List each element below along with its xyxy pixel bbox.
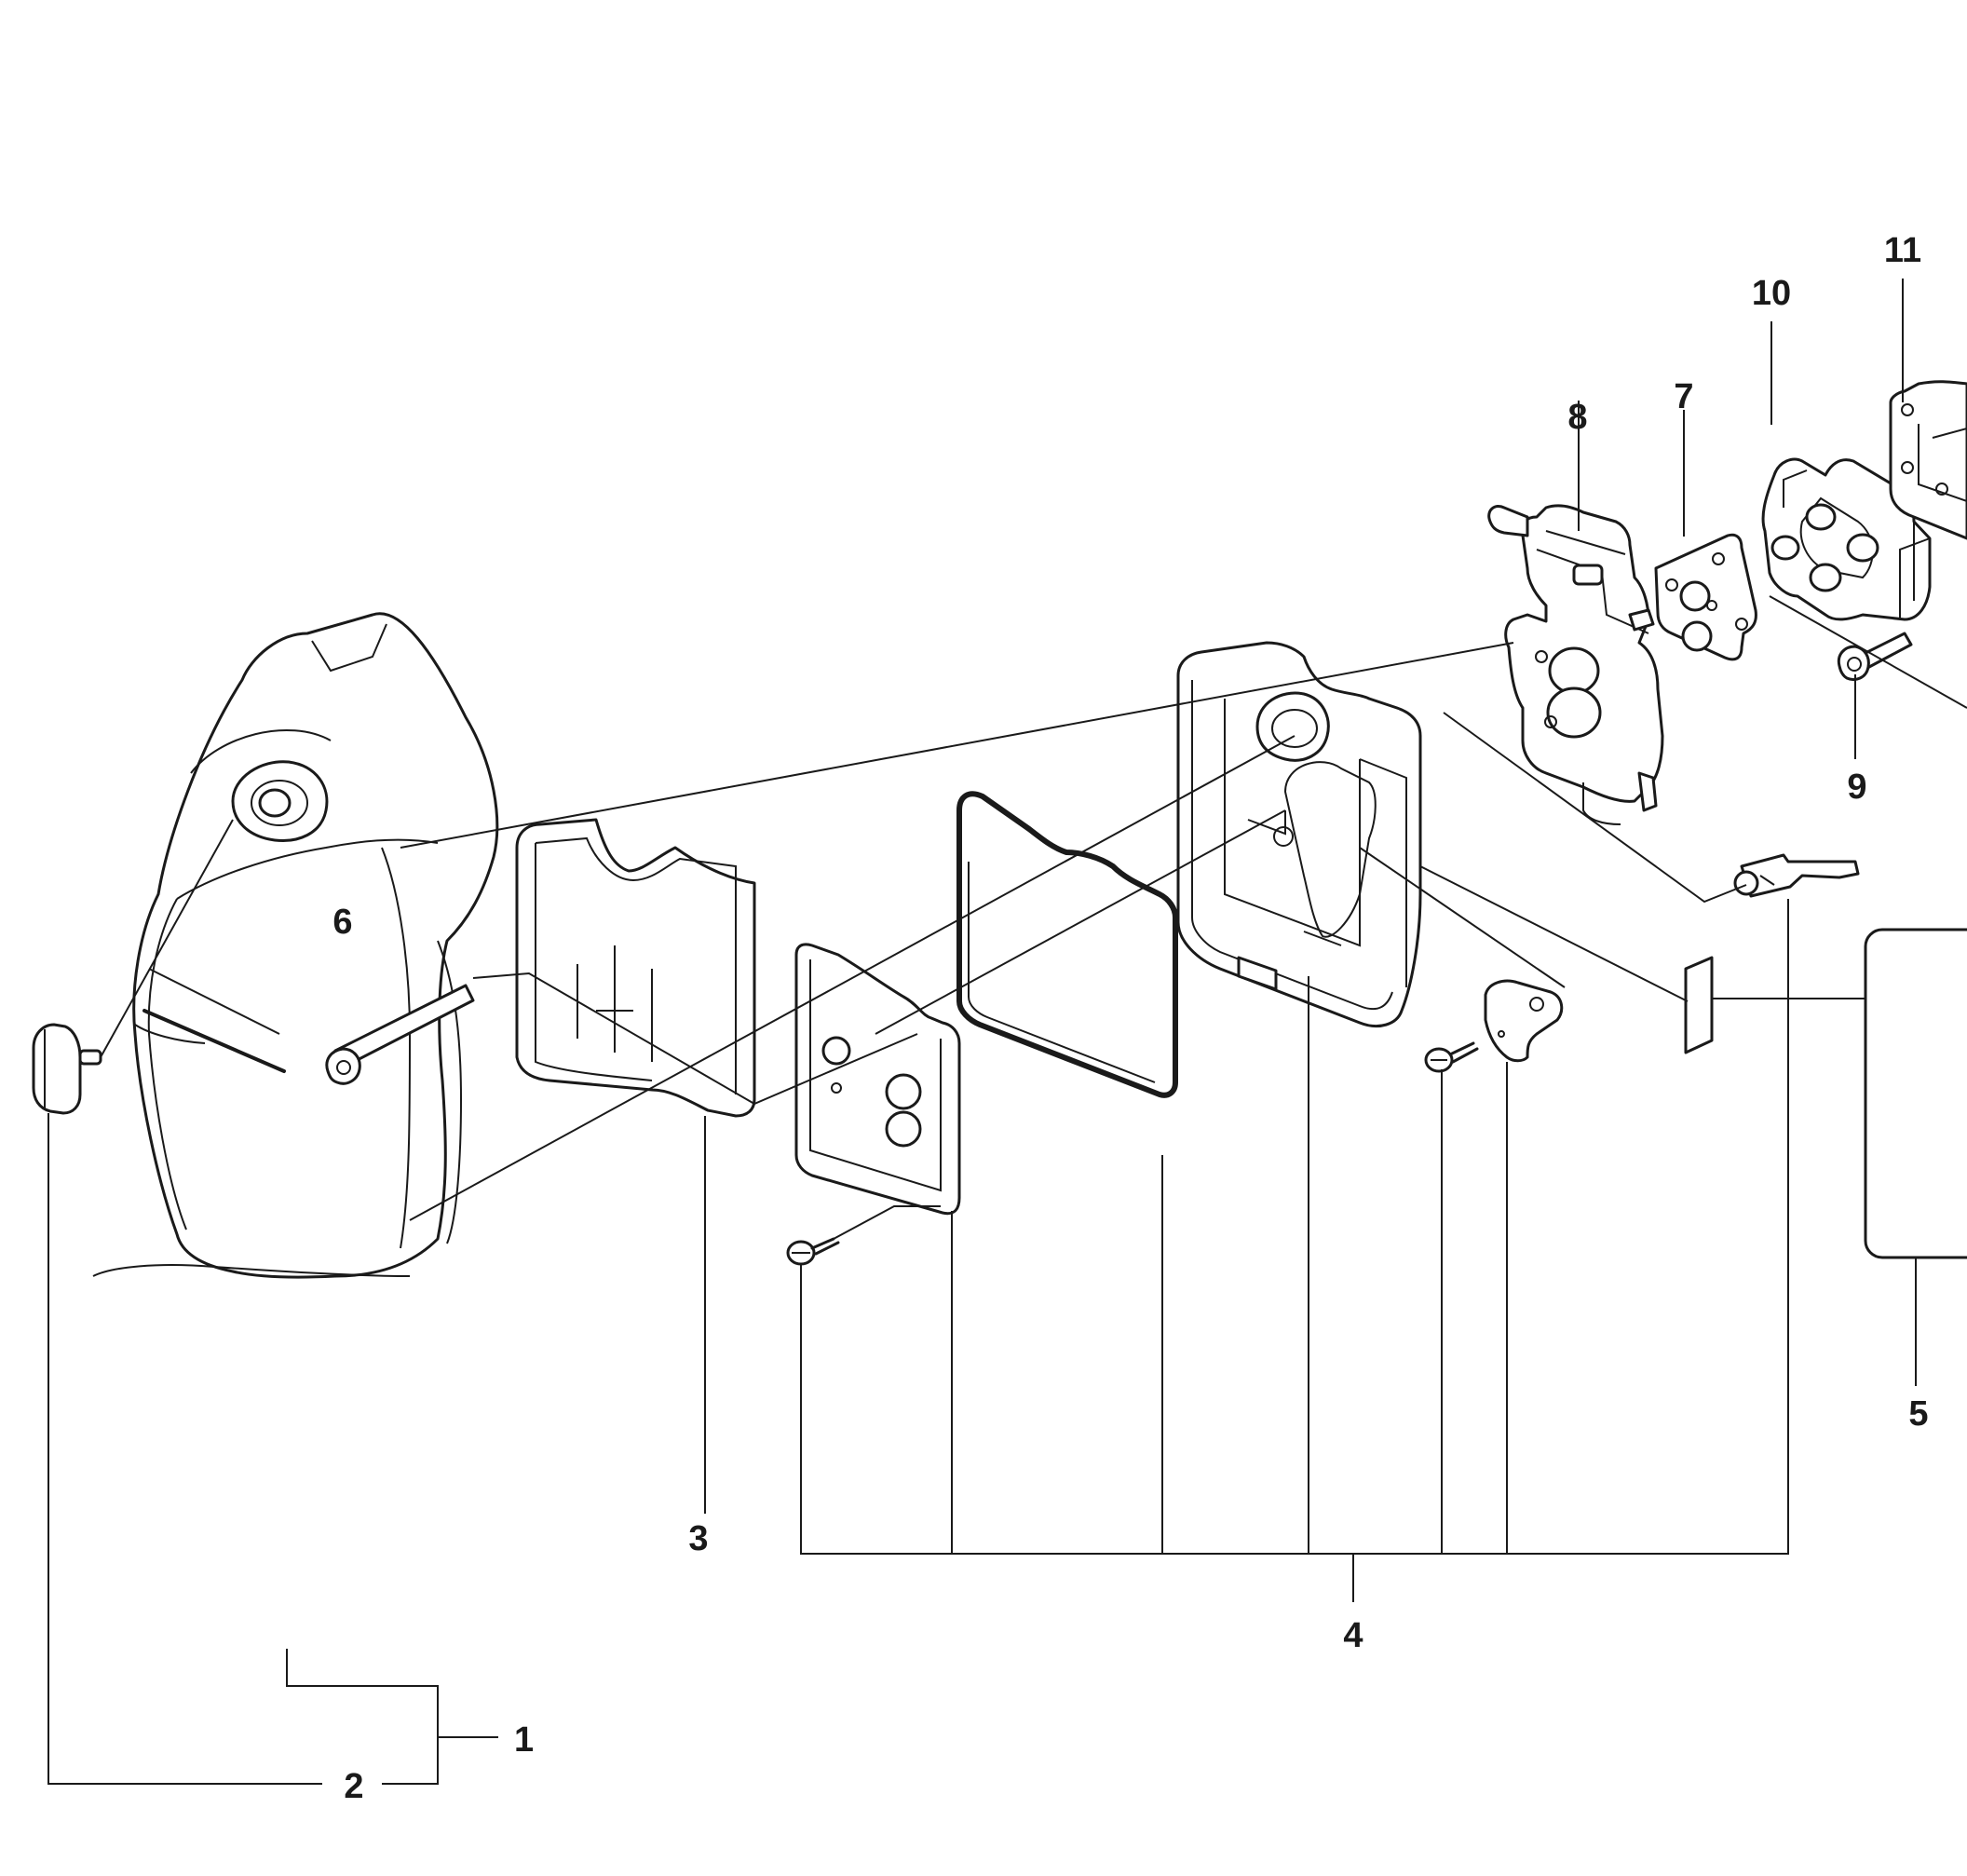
callout-2: 2 — [344, 1767, 363, 1806]
filter-housing — [1176, 641, 1422, 1027]
cover-knob — [32, 1023, 102, 1115]
housing-screw — [1424, 1041, 1479, 1073]
air-filter-element — [515, 818, 756, 1118]
callout-1: 1 — [514, 1720, 534, 1760]
throttle-rod — [1733, 853, 1860, 898]
filter-gasket — [794, 943, 961, 1216]
long-bolt — [325, 984, 475, 1085]
callout-3: 3 — [688, 1519, 708, 1558]
callout-6: 6 — [332, 903, 352, 942]
flange-screw — [1837, 632, 1913, 681]
callout-9: 9 — [1847, 768, 1866, 807]
label-sticker — [1864, 928, 1967, 1259]
callout-4: 4 — [1343, 1616, 1363, 1655]
callout-5: 5 — [1908, 1394, 1928, 1434]
filter-screw — [786, 1237, 840, 1266]
callout-10: 10 — [1752, 274, 1791, 313]
choke-bracket — [1484, 979, 1564, 1063]
callout-7: 7 — [1674, 377, 1693, 416]
flange-gasket — [1889, 380, 1967, 540]
warning-decal — [1684, 956, 1714, 1054]
callout-8: 8 — [1567, 398, 1587, 437]
callout-11: 11 — [1884, 231, 1921, 270]
o-ring-seal — [956, 791, 1178, 1098]
carburetor-gasket — [1654, 533, 1757, 661]
leader-lines — [47, 279, 1967, 1785]
carburetor — [1487, 504, 1664, 825]
callout-labels: 1 2 3 4 5 6 7 8 9 10 11 — [332, 231, 1928, 1806]
air-filter-cover — [92, 612, 499, 1279]
intake-flange — [1761, 457, 1932, 621]
